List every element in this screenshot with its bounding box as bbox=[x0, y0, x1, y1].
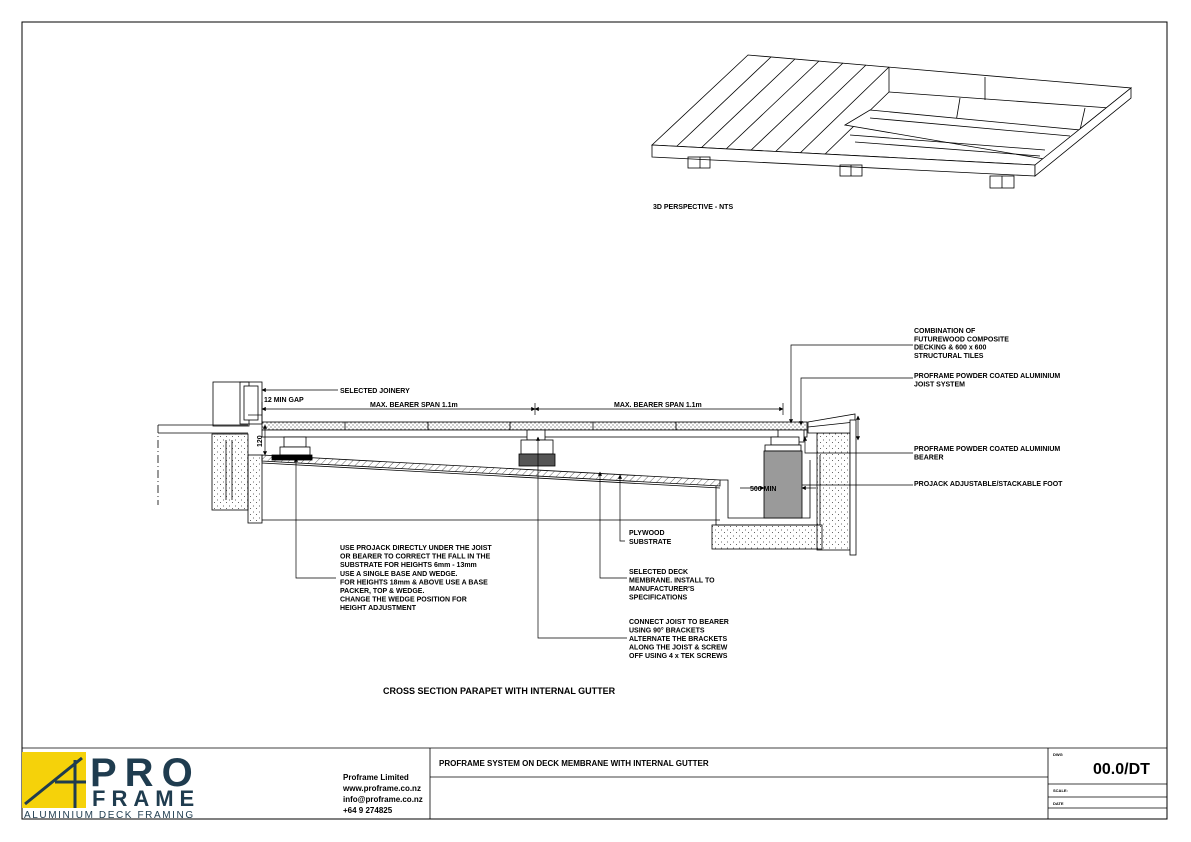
projack-foot-left bbox=[283, 436, 307, 448]
callout-foot-line: PROJACK ADJUSTABLE/STACKABLE FOOT bbox=[914, 481, 1063, 488]
plywood-substrate bbox=[261, 454, 721, 487]
callout-plywood-line: PLYWOOD bbox=[629, 530, 665, 537]
perspective-caption: 3D PERSPECTIVE - NTS bbox=[653, 204, 733, 211]
logo-tagline: ALUMINIUM DECK FRAMING bbox=[24, 810, 195, 821]
section-title: CROSS SECTION PARAPET WITH INTERNAL GUTT… bbox=[383, 686, 616, 696]
callout-bearer-line: PROFRAME POWDER COATED ALUMINIUM bbox=[914, 446, 1060, 453]
dim-gutter-min: 500 MIN bbox=[750, 486, 776, 493]
sheet-border bbox=[21, 21, 1168, 820]
callout-decking-line: COMBINATION OF bbox=[914, 328, 976, 335]
callout-connect-line: USING 90° BRACKETS bbox=[629, 627, 705, 635]
callout-projack-line: OR BEARER TO CORRECT THE FALL IN THE bbox=[340, 554, 491, 561]
parapet-capping bbox=[807, 413, 856, 434]
dim-height: 120 bbox=[257, 435, 264, 447]
callout-plywood-line: SUBSTRATE bbox=[629, 539, 672, 546]
callout-membrane-line: MANUFACTURER'S bbox=[629, 586, 695, 593]
company-phone: +64 9 274825 bbox=[343, 806, 393, 815]
callout-bearer-line: BEARER bbox=[914, 454, 944, 461]
dim-min-gap: 12 MIN GAP bbox=[264, 397, 304, 404]
cross-section bbox=[157, 381, 857, 556]
callout-membrane: SELECTED DECK MEMBRANE. INSTALL TOMANUFAC… bbox=[629, 569, 715, 602]
stacked-foot bbox=[763, 450, 803, 519]
callout-joist-line: JOIST SYSTEM bbox=[914, 381, 965, 388]
callout-projack-line: SUBSTRATE FOR HEIGHTS 6mm - 13mm bbox=[340, 562, 477, 569]
company-email: info@proframe.co.nz bbox=[343, 795, 423, 804]
callout-projack-line: HEIGHT ADJUSTMENT bbox=[340, 605, 417, 612]
gutter-base bbox=[711, 524, 823, 550]
callout-projack-line: PACKER, TOP & WEDGE. bbox=[340, 588, 424, 595]
callout-projack-line: FOR HEIGHTS 18mm & ABOVE USE A BASE bbox=[340, 579, 488, 586]
callout-connect-line: ALONG THE JOIST & SCREW bbox=[629, 645, 728, 652]
dimension-lines bbox=[248, 402, 861, 491]
projack-foot-right bbox=[770, 436, 800, 446]
callout-projack-line: USE A SINGLE BASE AND WEDGE. bbox=[340, 571, 458, 578]
drawing-number: 00.0/DT bbox=[1093, 761, 1150, 778]
callout-joist-line: PROFRAME POWDER COATED ALUMINIUM bbox=[914, 373, 1060, 380]
callout-projack-line: CHANGE THE WEDGE POSITION FOR bbox=[340, 597, 467, 604]
callout-joinery: SELECTED JOINERY bbox=[340, 388, 410, 395]
callout-connect-line: OFF USING 4 x TEK SCREWS bbox=[629, 653, 728, 660]
company-website: www.proframe.co.nz bbox=[342, 784, 421, 793]
leader-lines bbox=[261, 344, 913, 639]
callout-foot: PROJACK ADJUSTABLE/STACKABLE FOOT bbox=[914, 481, 1063, 488]
callout-projack: USE PROJACK DIRECTLY UNDER THE JOIST OR B… bbox=[340, 545, 492, 612]
field-date-label: DATE bbox=[1053, 801, 1064, 806]
callout-connect-line: ALTERNATE THE BRACKETS bbox=[629, 636, 727, 643]
left-wall-framing bbox=[211, 433, 249, 511]
company-name: Proframe Limited bbox=[343, 773, 409, 782]
callout-decking-line: DECKING & 600 x 600 bbox=[914, 345, 986, 352]
callout-projack-line: USE PROJACK DIRECTLY UNDER THE JOIST bbox=[340, 545, 492, 552]
field-dwg-label: DWG bbox=[1053, 752, 1063, 757]
parapet-wall bbox=[816, 432, 851, 551]
perspective-view bbox=[651, 54, 1133, 189]
dim-span-left: MAX. BEARER SPAN 1.1m bbox=[370, 402, 458, 409]
callout-membrane-line: SELECTED DECK bbox=[629, 569, 688, 576]
drawing-title: PROFRAME SYSTEM ON DECK MEMBRANE WITH IN… bbox=[439, 759, 709, 768]
callout-membrane-line: MEMBRANE. INSTALL TO bbox=[629, 578, 715, 585]
callout-connect-line: CONNECT JOIST TO BEARER bbox=[629, 619, 729, 626]
logo-pro: PRO bbox=[90, 751, 201, 795]
callout-decking-line: FUTUREWOOD COMPOSITE bbox=[914, 336, 1009, 343]
title-block bbox=[22, 747, 1167, 819]
decking-boards bbox=[261, 421, 808, 431]
callout-plywood: PLYWOOD SUBSTRATE bbox=[629, 530, 672, 546]
dim-span-right: MAX. BEARER SPAN 1.1m bbox=[614, 402, 702, 409]
logo-frame: FRAME bbox=[92, 786, 200, 811]
callout-decking-line: STRUCTURAL TILES bbox=[914, 353, 984, 360]
callout-membrane-line: SPECIFICATIONS bbox=[629, 595, 688, 602]
proframe-logo: PRO FRAME ALUMINIUM DECK FRAMING bbox=[22, 751, 201, 821]
projack-foot-middle bbox=[526, 429, 546, 441]
field-scale-label: SCALE: bbox=[1053, 788, 1068, 793]
